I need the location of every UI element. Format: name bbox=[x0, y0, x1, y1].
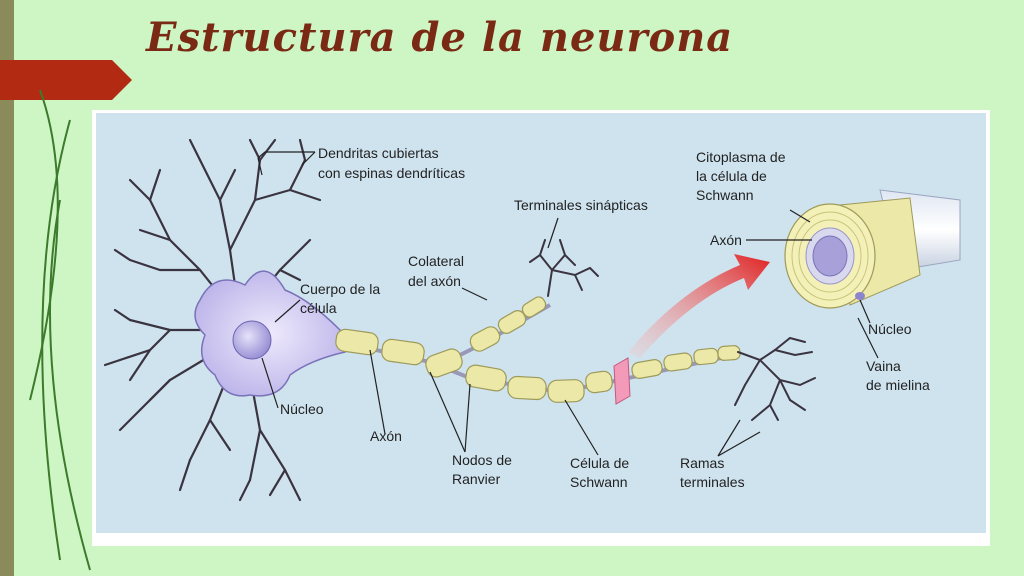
label-nucleo-soma: Núcleo bbox=[280, 401, 324, 417]
label-cuerpo-line2: célula bbox=[300, 300, 337, 316]
label-colateral-line2: del axón bbox=[408, 273, 461, 289]
myelin-cross-section bbox=[784, 189, 961, 309]
title-arrow-tab bbox=[0, 60, 132, 100]
label-vaina-line1: Vaina bbox=[866, 358, 901, 374]
label-colateral-line1: Colateral bbox=[408, 253, 464, 269]
label-ramas-line1: Ramas bbox=[680, 455, 724, 471]
label-terminales-sinapticas: Terminales sinápticas bbox=[514, 197, 648, 213]
label-nodos-line2: Ranvier bbox=[452, 471, 501, 487]
label-schwann-line1: Célula de bbox=[570, 455, 629, 471]
decorative-swooshes bbox=[29, 89, 91, 571]
label-nodos-line1: Nodos de bbox=[452, 452, 512, 468]
soma-nucleus bbox=[232, 320, 272, 360]
label-citoplasma-line1: Citoplasma de bbox=[696, 149, 786, 165]
terminal-branches bbox=[734, 336, 816, 421]
left-accent-bar bbox=[0, 0, 14, 576]
zoom-arrow bbox=[628, 254, 770, 358]
label-citoplasma-line3: Schwann bbox=[696, 187, 754, 203]
myelin-segments bbox=[335, 296, 741, 403]
slide-title: Estructura de la neurona bbox=[146, 14, 734, 61]
label-citoplasma-line2: la célula de bbox=[696, 168, 767, 184]
synaptic-terminals bbox=[529, 239, 599, 297]
label-axon-inset: Axón bbox=[710, 232, 742, 248]
label-schwann-line2: Schwann bbox=[570, 474, 628, 490]
label-ramas-line2: terminales bbox=[680, 474, 745, 490]
label-axon: Axón bbox=[370, 428, 402, 444]
label-dendritas-line1: Dendritas cubiertas bbox=[318, 145, 439, 161]
label-nucleo-inset: Núcleo bbox=[868, 321, 912, 337]
section-plane bbox=[613, 357, 631, 405]
leader-lines bbox=[257, 151, 879, 457]
label-vaina-line2: de mielina bbox=[866, 377, 930, 393]
label-dendritas-line2: con espinas dendríticas bbox=[318, 165, 465, 181]
label-cuerpo-line1: Cuerpo de la bbox=[300, 281, 380, 297]
